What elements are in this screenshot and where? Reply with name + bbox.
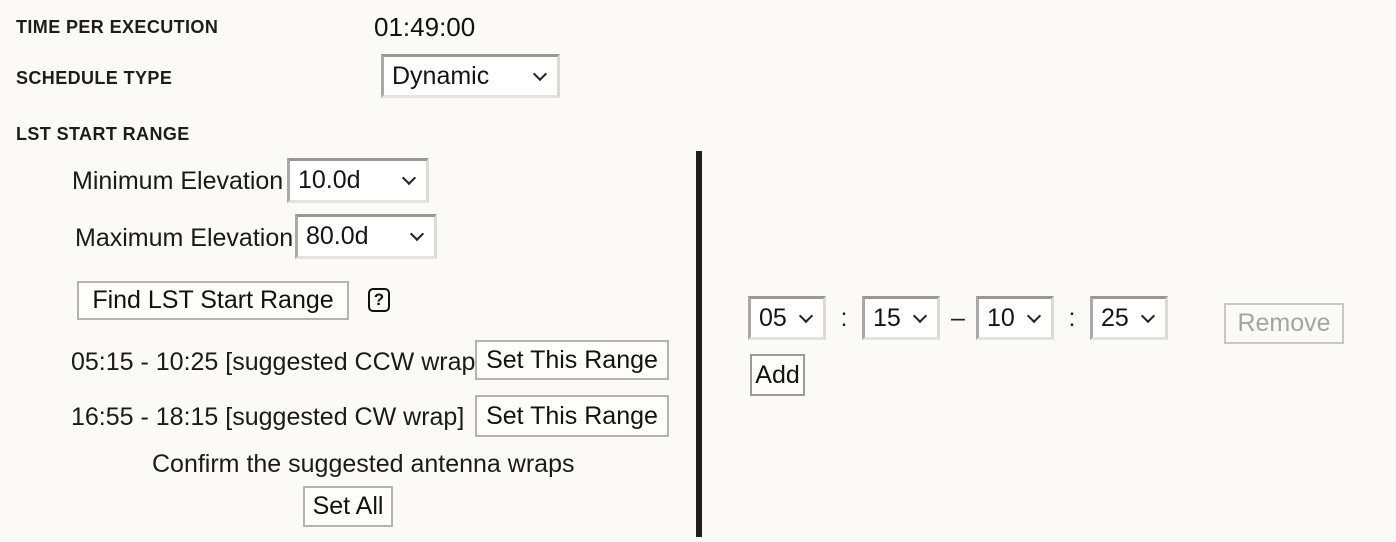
remove-button[interactable]: Remove xyxy=(1224,303,1344,344)
find-lst-start-range-button[interactable]: Find LST Start Range xyxy=(77,281,349,320)
set-this-range-button[interactable]: Set This Range xyxy=(475,395,669,437)
maximum-elevation-select[interactable]: 80.0d xyxy=(295,214,437,259)
range-dash-separator: – xyxy=(951,303,965,332)
maximum-elevation-label: Maximum Elevation xyxy=(75,224,294,252)
chevron-down-icon xyxy=(401,170,417,186)
maximum-elevation-value: 80.0d xyxy=(306,222,369,250)
end-hour-select[interactable]: 10 xyxy=(976,296,1054,340)
set-all-button[interactable]: Set All xyxy=(303,486,393,527)
chevron-down-icon xyxy=(1140,308,1156,323)
time-colon-separator: : xyxy=(840,303,848,332)
suggested-range-text: 16:55 - 18:15 [suggested CW wrap] xyxy=(71,403,465,431)
start-minute-select[interactable]: 15 xyxy=(862,296,940,340)
chevron-down-icon xyxy=(798,308,814,323)
start-hour-value: 05 xyxy=(759,303,787,332)
end-hour-value: 10 xyxy=(987,303,1015,332)
chevron-down-icon xyxy=(912,308,928,323)
time-colon-separator: : xyxy=(1068,303,1076,332)
end-minute-value: 25 xyxy=(1101,303,1129,332)
chevron-down-icon xyxy=(532,66,548,81)
chevron-down-icon xyxy=(409,226,425,242)
schedule-type-select[interactable]: Dynamic xyxy=(381,54,560,98)
time-per-execution-label: TIME PER EXECUTION xyxy=(16,17,219,37)
suggested-range-text: 05:15 - 10:25 [suggested CCW wrap] xyxy=(71,348,483,376)
minimum-elevation-value: 10.0d xyxy=(298,166,361,194)
schedule-type-label: SCHEDULE TYPE xyxy=(16,68,173,88)
confirm-wraps-text: Confirm the suggested antenna wraps xyxy=(152,450,575,478)
section-divider xyxy=(696,151,702,537)
help-icon[interactable]: ? xyxy=(368,288,390,312)
lst-range-row: 05 : 15 – 10 : 25 xyxy=(748,296,1168,340)
time-per-execution-value: 01:49:00 xyxy=(374,12,476,42)
start-minute-value: 15 xyxy=(873,303,901,332)
lst-start-range-heading: LST START RANGE xyxy=(16,124,190,144)
start-hour-select[interactable]: 05 xyxy=(748,296,826,340)
minimum-elevation-select[interactable]: 10.0d xyxy=(287,158,429,203)
set-this-range-button[interactable]: Set This Range xyxy=(475,340,669,380)
minimum-elevation-label: Minimum Elevation xyxy=(72,167,284,195)
add-button[interactable]: Add xyxy=(750,354,805,396)
end-minute-select[interactable]: 25 xyxy=(1090,296,1168,340)
chevron-down-icon xyxy=(1026,308,1042,323)
schedule-type-value: Dynamic xyxy=(392,61,490,90)
